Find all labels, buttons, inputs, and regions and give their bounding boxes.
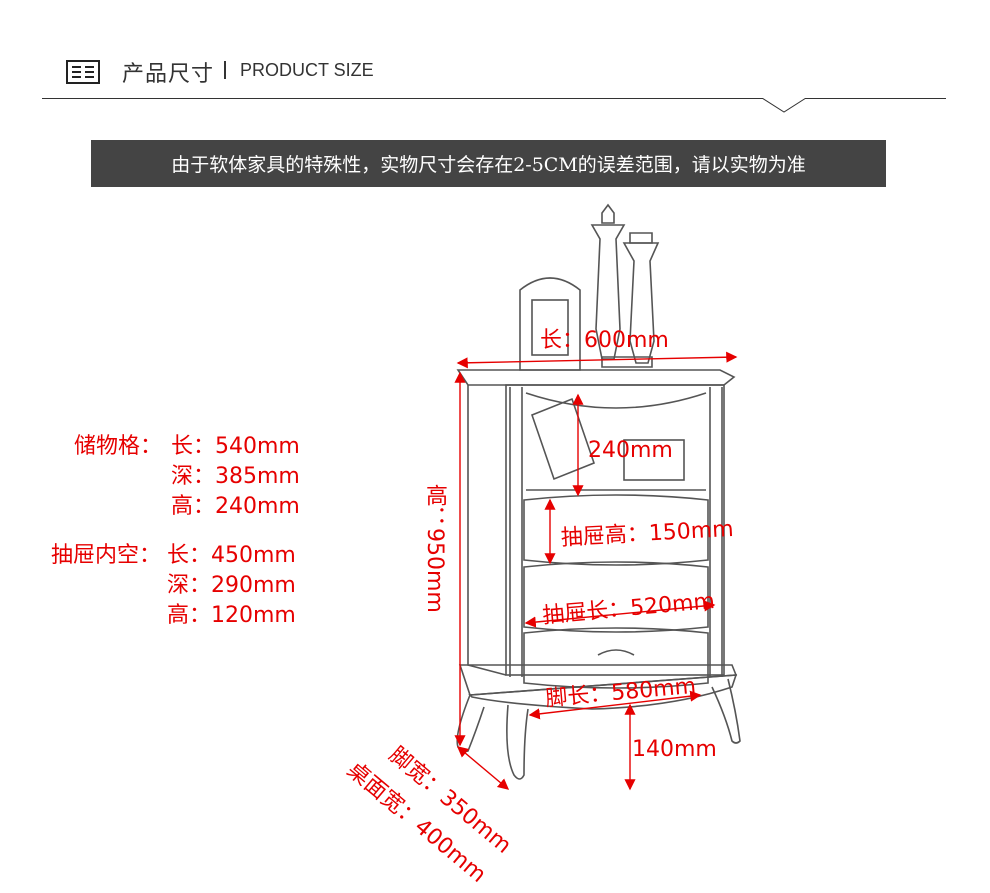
drawer-inner-height: 高：120mm [167, 603, 296, 628]
notice-banner: 由于软体家具的特殊性，实物尺寸会存在2-5CM的误差范围，请以实物为准 [91, 140, 886, 187]
dim-shelf-height: 240mm [588, 438, 673, 463]
notice-text: 由于软体家具的特殊性，实物尺寸会存在2-5CM的误差范围，请以实物为准 [171, 154, 806, 176]
dim-top-length: 长：600mm [540, 328, 669, 353]
dimension-lines [454, 351, 738, 791]
drawer-inner-label: 抽屉内空： [51, 543, 162, 568]
section-title-cn: 产品尺寸 [122, 62, 215, 87]
section-title-en: PRODUCT SIZE [240, 60, 374, 80]
cabinet-drawing [454, 203, 741, 791]
dim-leg-height: 140mm [632, 737, 717, 762]
drawer-inner-length: 长：450mm [167, 543, 296, 568]
header-notch [762, 98, 807, 113]
dim-total-height: 高：950mm [422, 484, 447, 613]
drawer-inner-depth: 深：290mm [167, 573, 296, 598]
storage-label: 储物格： [74, 434, 163, 459]
storage-length: 长：540mm [171, 434, 300, 459]
title-divider [224, 61, 226, 79]
header-rule [42, 98, 946, 99]
storage-height: 高：240mm [171, 494, 300, 519]
list-icon [66, 60, 100, 84]
storage-depth: 深：385mm [171, 464, 300, 489]
